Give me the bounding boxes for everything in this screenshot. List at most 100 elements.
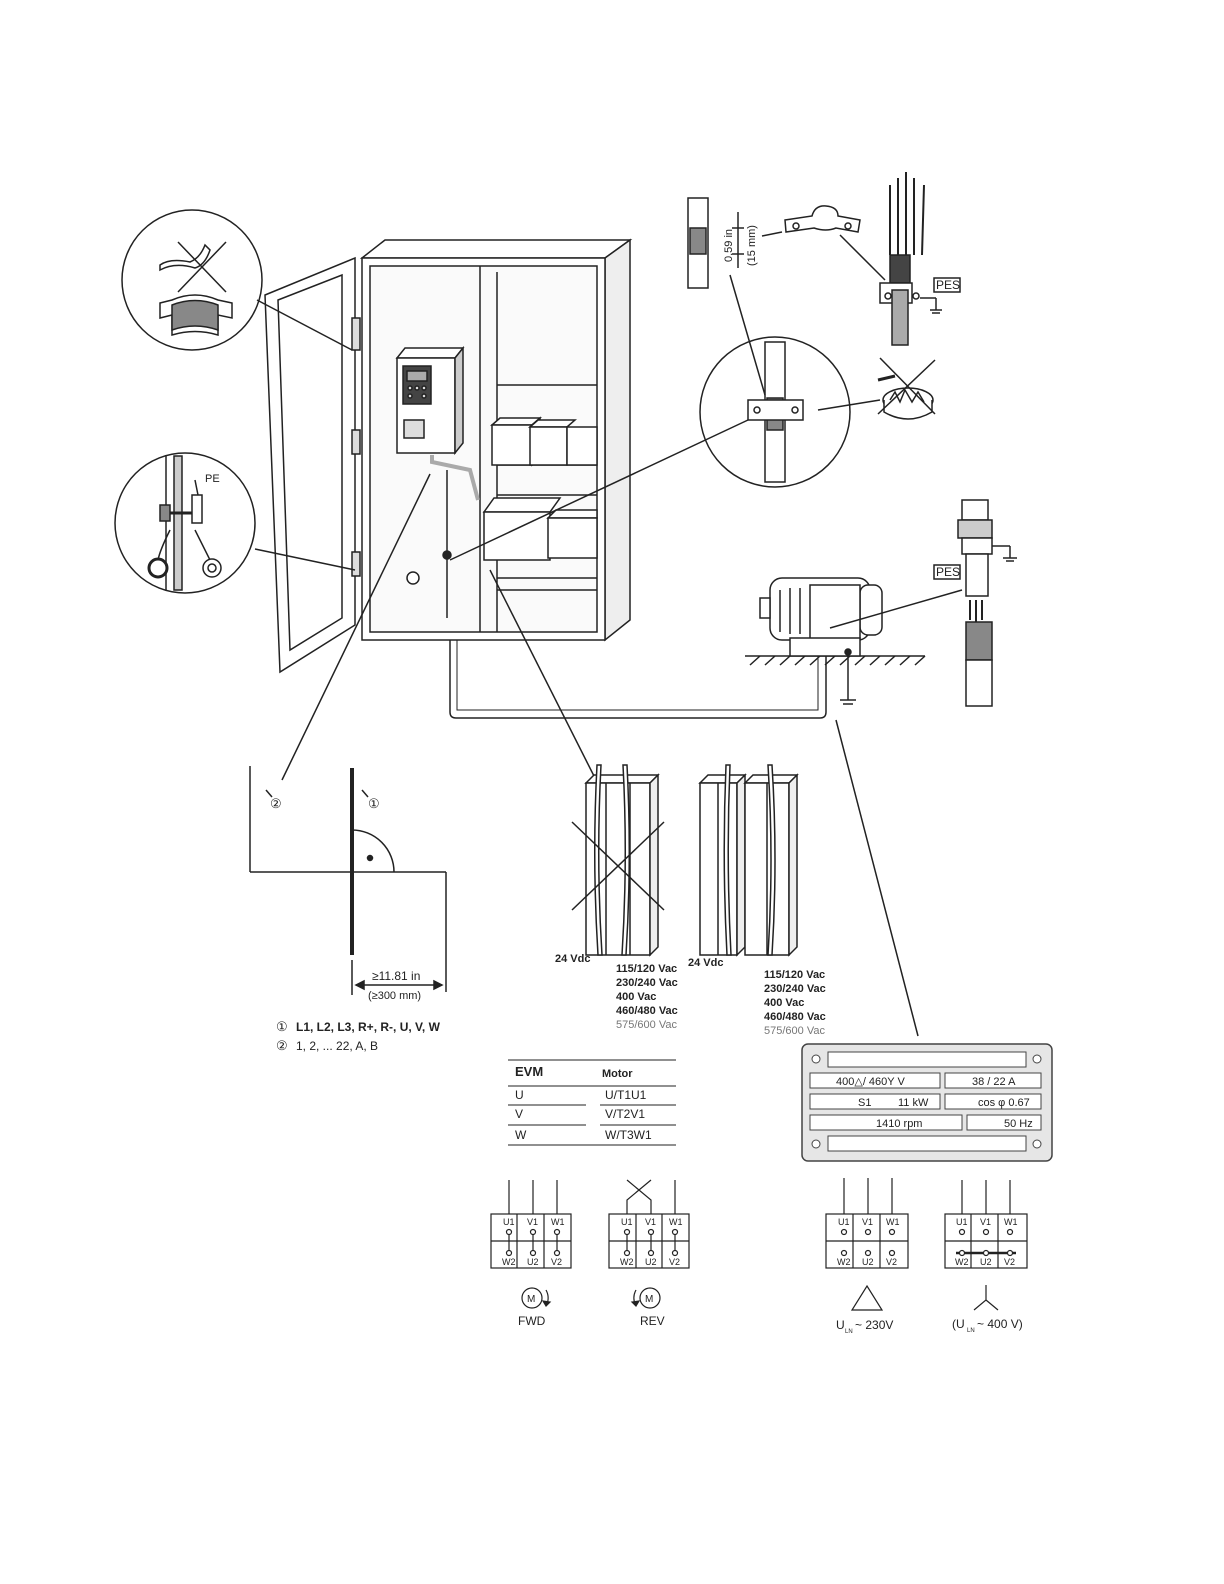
label-w1: W1 xyxy=(669,1217,683,1227)
label-v1: V1 xyxy=(862,1217,873,1227)
label-v2: V2 xyxy=(886,1257,897,1267)
label-w1: W1 xyxy=(886,1217,900,1227)
terminal-labels-star: U1 V1 W1 W2 U2 V2 (U LN ~ 400 V) xyxy=(952,1217,1023,1334)
pe-ground-detail: PE xyxy=(114,452,356,594)
nameplate-current: 38 / 22 A xyxy=(972,1076,1016,1088)
label-u1: U1 xyxy=(838,1217,850,1227)
motor-symbol-rev: M xyxy=(645,1294,653,1305)
label-u1: U1 xyxy=(621,1217,633,1227)
table-header-motor: Motor xyxy=(602,1068,633,1080)
label-v1: V1 xyxy=(980,1217,991,1227)
ac-label-right-5: 575/600 Vac xyxy=(764,1025,825,1037)
terminal-labels-delta: U1 V1 W1 W2 U2 V2 U LN ~ 230V xyxy=(836,1217,900,1335)
duct-labels-left: 24 Vdc 115/120 Vac 230/240 Vac 400 Vac 4… xyxy=(555,953,678,1031)
label-w2: W2 xyxy=(502,1257,516,1267)
shield-clamp-detail: 0.59 in (15 mm) PES xyxy=(687,172,961,346)
min-distance-inch: ≥11.81 in xyxy=(372,969,420,983)
ac-label-right-3: 400 Vac xyxy=(764,997,804,1009)
nameplate-speed: 1410 rpm xyxy=(876,1118,922,1130)
star-voltage-sub: LN xyxy=(967,1328,975,1334)
ac-label-left-5: 575/600 Vac xyxy=(616,1019,677,1031)
nameplate-duty: S1 xyxy=(858,1097,871,1109)
label-u2: U2 xyxy=(980,1257,992,1267)
nameplate-voltage: 400△/ 460Y V xyxy=(836,1076,905,1088)
table-row: W W/T3W1 xyxy=(515,1128,652,1142)
legend-one-marker: ① xyxy=(276,1019,288,1034)
terminal-block-star xyxy=(944,1180,1028,1311)
control-cabinet xyxy=(264,238,827,719)
ac-label-left-3: 400 Vac xyxy=(616,991,656,1003)
nameplate-frequency: 50 Hz xyxy=(1004,1118,1033,1130)
rev-label: REV xyxy=(640,1314,665,1328)
ac-label-right-4: 460/480 Vac xyxy=(764,1011,826,1023)
table-row: U U/T1U1 xyxy=(515,1088,647,1102)
legend-power-cables: L1, L2, L3, R+, R-, U, V, W xyxy=(296,1020,441,1034)
delta-voltage-sub: LN xyxy=(845,1329,853,1335)
label-u2: U2 xyxy=(645,1257,657,1267)
terminal-labels-fwd: U1 V1 W1 W2 U2 V2 M FWD xyxy=(502,1217,565,1328)
dc-label-right: 24 Vdc xyxy=(688,957,723,969)
table-header-evm: EVM xyxy=(515,1064,543,1079)
nameplate-power: 11 kW xyxy=(898,1097,929,1109)
label-u1: U1 xyxy=(956,1217,968,1227)
motor-symbol-fwd: M xyxy=(527,1294,535,1305)
motor-nameplate: 400△/ 460Y V 38 / 22 A S1 11 kW cos φ 0.… xyxy=(801,1043,1053,1162)
min-distance-mm: (≥300 mm) xyxy=(368,990,421,1002)
table-row: V V/T2V1 xyxy=(515,1107,645,1121)
ac-label-right-1: 115/120 Vac xyxy=(764,969,825,981)
star-voltage-u: (U xyxy=(952,1317,965,1331)
clamp-circle-detail xyxy=(449,274,936,561)
duct-correct xyxy=(698,764,799,957)
pes-label-top: PES xyxy=(936,278,960,292)
label-v2: V2 xyxy=(1004,1257,1015,1267)
delta-voltage-value: ~ 230V xyxy=(855,1318,893,1332)
ac-label-right-2: 230/240 Vac xyxy=(764,983,826,995)
ac-label-left-1: 115/120 Vac xyxy=(616,963,677,975)
evm-terminal: V xyxy=(515,1107,523,1121)
dc-label-left: 24 Vdc xyxy=(555,953,590,965)
label-u2: U2 xyxy=(862,1257,874,1267)
cable-separation-detail: ② ① ≥11.81 in (≥300 mm) xyxy=(249,473,447,1002)
terminal-block-rev xyxy=(608,1179,690,1309)
legend-control-cables: 1, 2, ... 22, A, B xyxy=(296,1039,378,1053)
pe-label: PE xyxy=(205,473,220,485)
label-v2: V2 xyxy=(551,1257,562,1267)
star-voltage-value: ~ 400 V) xyxy=(977,1317,1023,1331)
label-v1: V1 xyxy=(645,1217,656,1227)
label-w1: W1 xyxy=(1004,1217,1018,1227)
cable-gland-detail: PES xyxy=(933,499,1017,707)
label-w1: W1 xyxy=(551,1217,565,1227)
duct-wrong xyxy=(489,569,665,957)
braid-strap-detail xyxy=(121,209,353,351)
label-v1: V1 xyxy=(527,1217,538,1227)
cable-legend: ① L1, L2, L3, R+, R-, U, V, W ② 1, 2, ..… xyxy=(276,1019,441,1053)
terminal-labels-rev: U1 V1 W1 W2 U2 V2 M REV xyxy=(620,1217,683,1328)
label-w2: W2 xyxy=(837,1257,851,1267)
motor xyxy=(745,577,963,1037)
motor-terminal: W/T3W1 xyxy=(605,1128,652,1142)
label-w2: W2 xyxy=(620,1257,634,1267)
label-u2: U2 xyxy=(527,1257,539,1267)
shield-length-inch: 0.59 in xyxy=(723,229,735,262)
motor-terminal: V/T2V1 xyxy=(605,1107,645,1121)
evm-terminal: U xyxy=(515,1088,524,1102)
terminal-block-fwd xyxy=(490,1180,572,1309)
circle-one-marker: ① xyxy=(368,796,380,811)
pes-label-gland: PES xyxy=(936,565,960,579)
evm-terminal: W xyxy=(515,1128,527,1142)
circle-two-marker: ② xyxy=(270,796,282,811)
ac-label-left-2: 230/240 Vac xyxy=(616,977,678,989)
ac-label-left-4: 460/480 Vac xyxy=(616,1005,678,1017)
label-u1: U1 xyxy=(503,1217,515,1227)
motor-terminal: U/T1U1 xyxy=(605,1088,647,1102)
delta-voltage-u: U xyxy=(836,1318,845,1332)
legend-two-marker: ② xyxy=(276,1038,288,1053)
duct-labels-right: 24 Vdc 115/120 Vac 230/240 Vac 400 Vac 4… xyxy=(688,957,826,1037)
terminal-block-delta xyxy=(825,1178,909,1311)
terminal-mapping-table: EVM Motor U U/T1U1 V V/T2V1 W W/T3W1 xyxy=(508,1059,676,1146)
fwd-label: FWD xyxy=(518,1314,546,1328)
label-w2: W2 xyxy=(955,1257,969,1267)
shield-length-mm: (15 mm) xyxy=(746,225,758,266)
label-v2: V2 xyxy=(669,1257,680,1267)
